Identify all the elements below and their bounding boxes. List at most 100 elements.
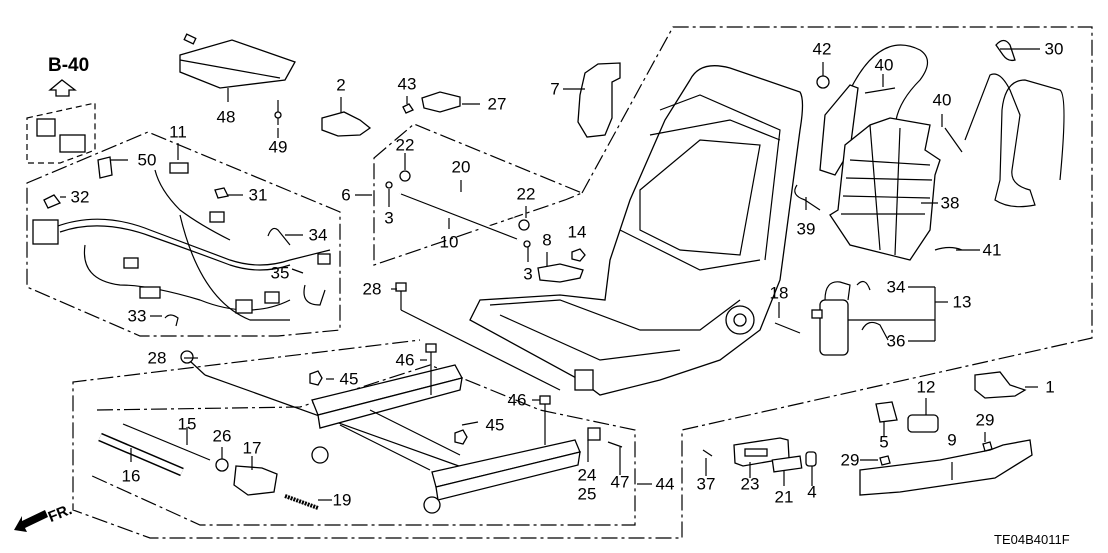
callout-34-motor[interactable]: 34 (886, 277, 906, 297)
callout-9[interactable]: 9 (947, 430, 957, 450)
callout-13[interactable]: 13 (952, 292, 972, 312)
callout-23[interactable]: 23 (740, 474, 760, 494)
cover-1 (974, 371, 1027, 399)
callout-11[interactable]: 11 (169, 122, 187, 142)
spring-19 (284, 494, 319, 510)
clip-31 (214, 187, 229, 199)
callout-29-right[interactable]: 29 (975, 410, 995, 430)
knob-12 (907, 414, 939, 433)
callout-45-right[interactable]: 45 (485, 415, 505, 435)
band-36 (861, 321, 889, 341)
callout-44[interactable]: 44 (655, 474, 675, 494)
cable-assembly (964, 73, 1065, 208)
callout-10[interactable]: 10 (439, 232, 459, 252)
nut-14 (571, 248, 586, 262)
knob-4 (805, 451, 817, 467)
clip-50 (97, 156, 113, 179)
callout-46-right[interactable]: 46 (507, 390, 527, 410)
sensor-24 (587, 427, 601, 441)
callout-21[interactable]: 21 (774, 487, 794, 507)
callout-17[interactable]: 17 (242, 438, 262, 458)
pipe-16 (98, 432, 184, 477)
callout-37[interactable]: 37 (696, 474, 716, 494)
callout-45-left[interactable]: 45 (339, 369, 359, 389)
callout-24[interactable]: 24 (577, 465, 597, 485)
callout-46-left[interactable]: 46 (395, 350, 415, 370)
clip-29-right (982, 441, 993, 452)
nut-45-left (309, 370, 323, 386)
callout-36[interactable]: 36 (886, 331, 906, 351)
callout-2[interactable]: 2 (336, 75, 346, 95)
bushing-26 (215, 458, 229, 472)
callout-3-right[interactable]: 3 (523, 264, 533, 284)
callout-43[interactable]: 43 (397, 74, 417, 94)
diagram-code: TE04B4011F (994, 532, 1070, 547)
band-34-harness (267, 227, 291, 246)
callout-48[interactable]: 48 (216, 107, 236, 127)
callout-35[interactable]: 35 (270, 263, 290, 283)
back-cover-bracket-7 (577, 62, 621, 138)
callout-19[interactable]: 19 (332, 490, 352, 510)
callout-8[interactable]: 8 (542, 230, 552, 250)
callout-4[interactable]: 4 (807, 482, 817, 502)
wire-harness-11 (32, 162, 331, 321)
callout-47[interactable]: 47 (610, 472, 630, 492)
callout-26[interactable]: 26 (212, 426, 232, 446)
callout-42[interactable]: 42 (812, 39, 832, 59)
seat-frame (469, 65, 804, 396)
nut-42 (816, 75, 830, 89)
callout-29-left[interactable]: 29 (840, 450, 860, 470)
lumbar-support-38 (829, 117, 941, 261)
side-cover-9 (859, 439, 1033, 496)
bolt-46-left (425, 343, 437, 395)
screw-shaft-15 (122, 423, 211, 461)
relay-icon (36, 118, 56, 137)
band-35 (303, 284, 326, 306)
callout-31[interactable]: 31 (248, 185, 268, 205)
cable-clip-30 (995, 39, 1016, 62)
callout-33[interactable]: 33 (127, 306, 147, 326)
hook-41 (934, 246, 963, 251)
callout-28-lower[interactable]: 28 (147, 348, 167, 368)
callout-41[interactable]: 41 (982, 240, 1002, 260)
frame-group-boundary (72, 26, 1093, 539)
callout-7[interactable]: 7 (550, 79, 560, 99)
spring-40-upper (864, 87, 896, 94)
callout-18[interactable]: 18 (769, 283, 789, 303)
callout-28-upper[interactable]: 28 (362, 279, 382, 299)
callout-16[interactable]: 16 (121, 466, 141, 486)
callout-32[interactable]: 32 (70, 187, 90, 207)
bolt-46-right (539, 395, 551, 445)
bolt-18 (774, 322, 801, 334)
callout-40-right[interactable]: 40 (932, 90, 952, 110)
callout-20[interactable]: 20 (451, 157, 471, 177)
callout-12[interactable]: 12 (916, 377, 936, 397)
callout-14[interactable]: 14 (567, 222, 587, 242)
callout-39[interactable]: 39 (796, 219, 816, 239)
callout-3-left[interactable]: 3 (384, 208, 394, 228)
callout-5[interactable]: 5 (879, 432, 889, 452)
callout-30[interactable]: 30 (1044, 39, 1064, 59)
harness-group-boundary (26, 131, 341, 337)
relay-group-boundary (26, 102, 96, 164)
callout-49[interactable]: 49 (268, 137, 288, 157)
clip-32 (43, 194, 62, 209)
callout-38[interactable]: 38 (940, 193, 960, 213)
hook-39 (794, 184, 821, 211)
callout-15[interactable]: 15 (177, 414, 197, 434)
callout-27[interactable]: 27 (487, 94, 507, 114)
callout-1[interactable]: 1 (1045, 377, 1055, 397)
callout-34-harness[interactable]: 34 (308, 225, 328, 245)
adjuster-group-boundary (373, 123, 584, 266)
callout-22-left[interactable]: 22 (395, 135, 415, 155)
reference-label[interactable]: B-40 (48, 55, 90, 76)
up-arrow-icon (48, 79, 77, 97)
callout-6[interactable]: 6 (341, 185, 351, 205)
band-34-motor (856, 280, 871, 291)
callout-50[interactable]: 50 (137, 150, 157, 170)
callout-25[interactable]: 25 (577, 484, 597, 504)
callout-40-upper[interactable]: 40 (874, 55, 894, 75)
callout-22-right[interactable]: 22 (516, 184, 536, 204)
bolt-28-lower (180, 350, 206, 376)
